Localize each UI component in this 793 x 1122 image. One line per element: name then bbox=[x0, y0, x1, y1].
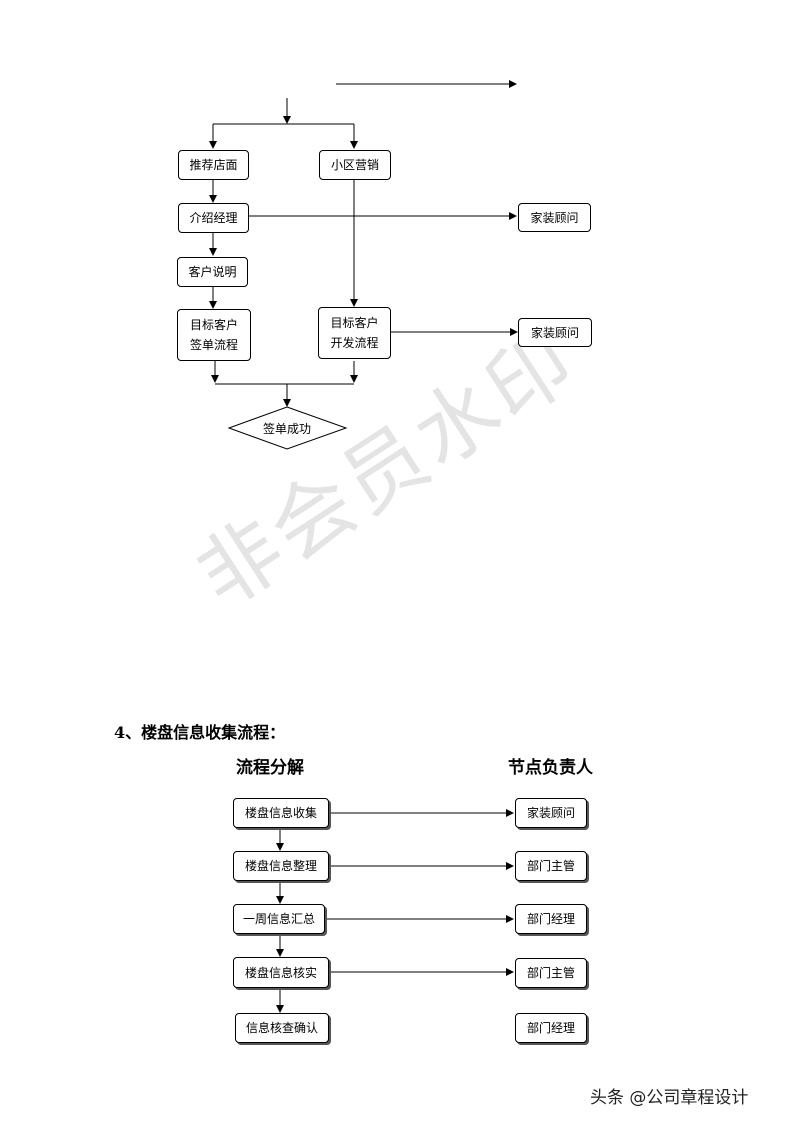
column-header-owner: 节点负责人 bbox=[508, 758, 593, 778]
target-dev-line1: 目标客户 bbox=[330, 316, 379, 330]
target-dev-line2: 开发流程 bbox=[330, 336, 379, 350]
owner-box-2: 部门主管 bbox=[515, 851, 587, 881]
owner-box-5: 部门经理 bbox=[515, 1013, 587, 1043]
step-box-2: 楼盘信息整理 bbox=[233, 851, 329, 881]
sign-success-label: 签单成功 bbox=[262, 422, 311, 436]
home-consultant-box-2: 家装顾问 bbox=[518, 318, 592, 347]
step-box-1: 楼盘信息收集 bbox=[233, 798, 329, 828]
recommend-store-box: 推荐店面 bbox=[178, 150, 249, 180]
owner-box-4: 部门主管 bbox=[515, 958, 587, 988]
target-sign-line2: 签单流程 bbox=[189, 338, 238, 352]
target-sign-flow-box: 目标客户 签单流程 bbox=[177, 309, 251, 361]
step-box-3: 一周信息汇总 bbox=[233, 904, 325, 934]
community-marketing-box: 小区营销 bbox=[319, 150, 391, 180]
owner-box-1: 家装顾问 bbox=[515, 798, 587, 828]
section-4-heading: 4、楼盘信息收集流程： bbox=[114, 723, 286, 742]
column-header-process: 流程分解 bbox=[236, 758, 304, 778]
target-sign-line1: 目标客户 bbox=[189, 318, 238, 332]
owner-box-3: 部门经理 bbox=[515, 904, 587, 934]
home-consultant-box-1: 家装顾问 bbox=[518, 203, 591, 232]
step-box-4: 楼盘信息核实 bbox=[233, 957, 329, 988]
footer-attribution: 头条 @公司章程设计 bbox=[590, 1088, 749, 1108]
step-box-5: 信息核查确认 bbox=[235, 1013, 329, 1043]
introduce-manager-box: 介绍经理 bbox=[178, 203, 249, 233]
customer-explain-box: 客户说明 bbox=[177, 257, 248, 287]
target-dev-flow-box: 目标客户 开发流程 bbox=[318, 307, 391, 359]
